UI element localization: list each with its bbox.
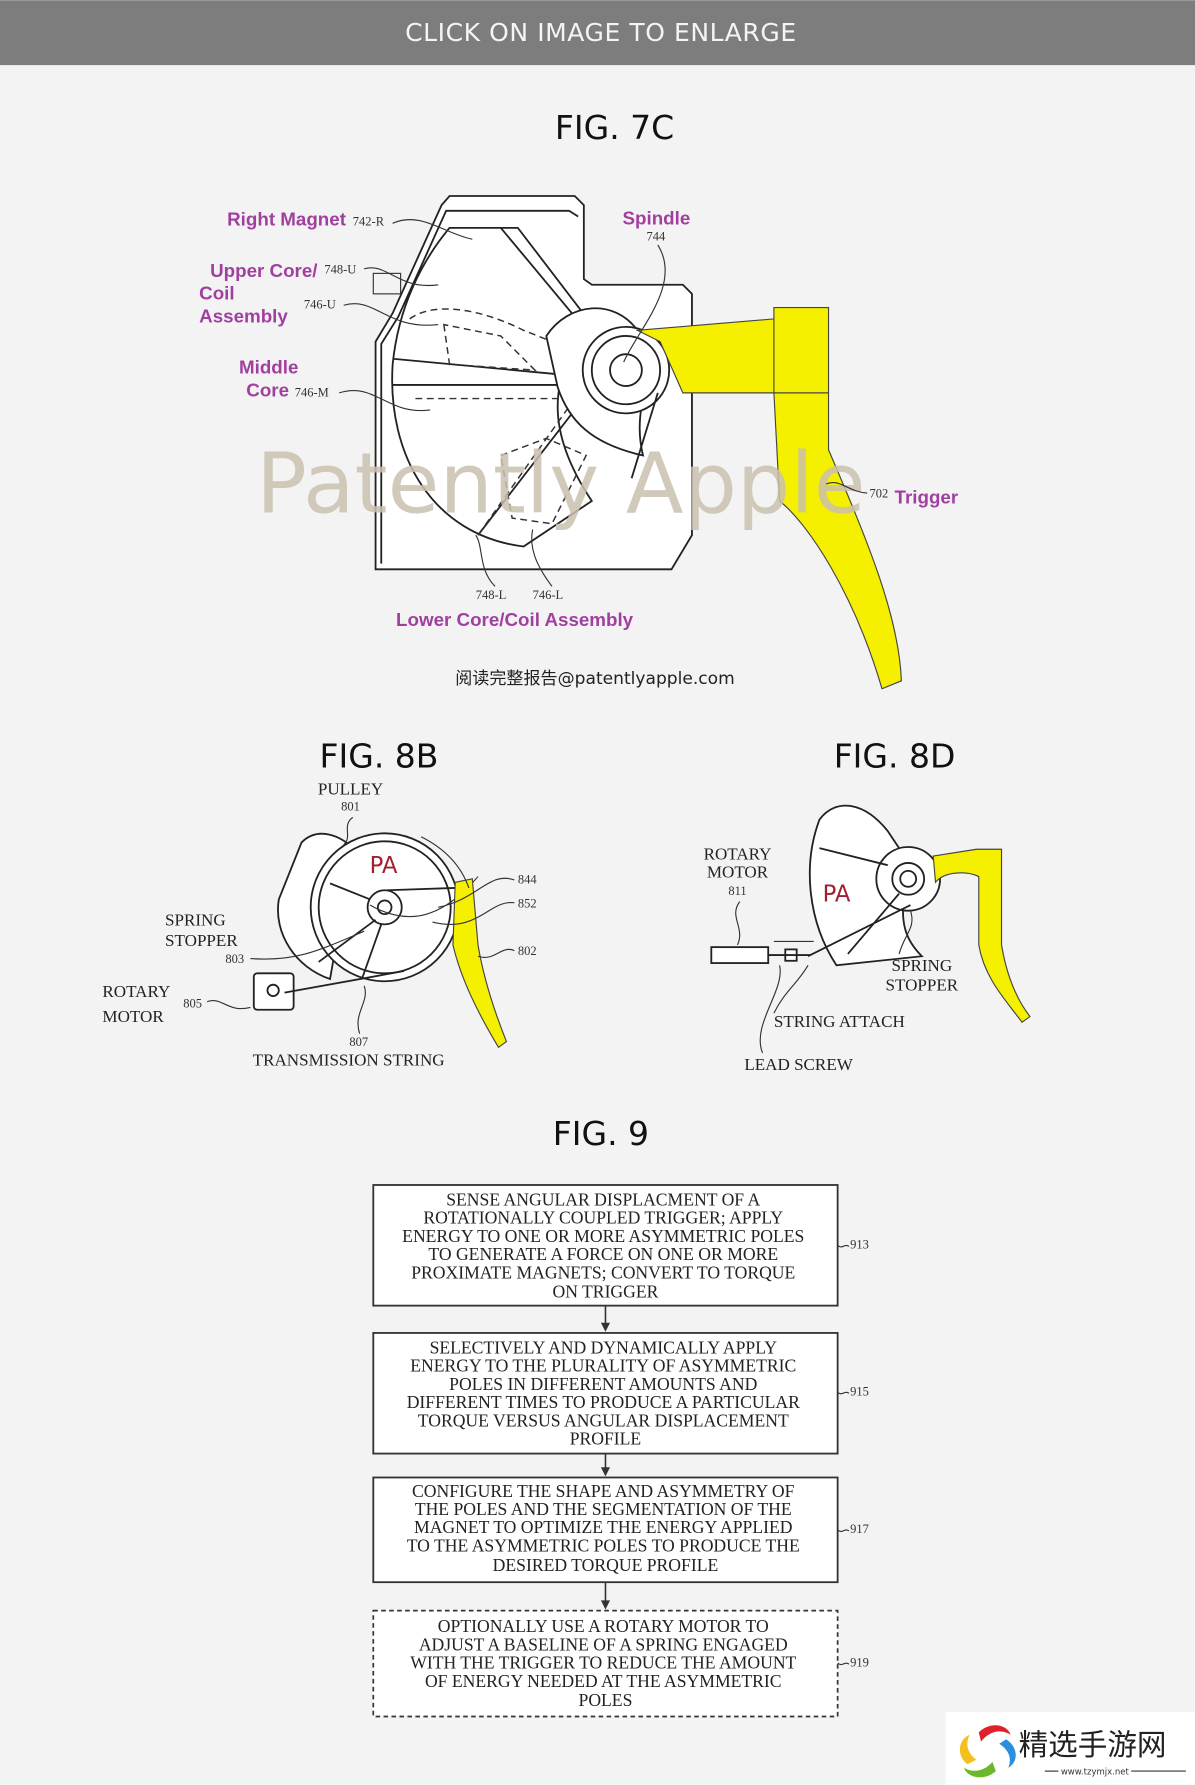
flow-step-915[interactable]: SELECTIVELY AND DYNAMICALLY APPLY ENERGY…: [372, 1332, 869, 1455]
step-line: TO GENERATE A FORCE ON ONE OR MORE: [428, 1244, 778, 1264]
pinwheel-logo-icon: [959, 1725, 1016, 1778]
step-line: POLES IN DIFFERENT AMOUNTS AND: [449, 1374, 757, 1394]
fig7c-title: FIG. 7C: [555, 108, 674, 147]
step-line: WITH THE TRIGGER TO REDUCE THE AMOUNT: [410, 1653, 796, 1673]
step-line: OPTIONALLY USE A ROTARY MOTOR TO: [438, 1616, 769, 1636]
watermark: Patently Apple: [256, 434, 866, 532]
ref-742r: 742-R: [353, 215, 385, 229]
ref-748l: 748-L: [476, 588, 507, 602]
ref-746l: 746-L: [533, 588, 564, 602]
label-coil: Coil: [199, 283, 234, 304]
step-line: ADJUST A BASELINE OF A SPRING ENGAGED: [419, 1634, 788, 1654]
ref-807: 807: [349, 1035, 368, 1049]
ref-748u: 748-U: [324, 262, 356, 276]
figure-8b[interactable]: FIG. 8B PA PULLEY 801 844 852 802 SPRING…: [102, 736, 537, 1069]
spring-label: SPRING: [165, 911, 226, 930]
step-line: SENSE ANGULAR DISPLACMENT OF A: [446, 1189, 760, 1209]
ref-917: 917: [850, 1522, 869, 1536]
step-line: THE POLES AND THE SEGMENTATION OF THE: [415, 1499, 792, 1519]
flow-step-919-optional[interactable]: OPTIONALLY USE A ROTARY MOTOR TO ADJUST …: [372, 1609, 869, 1718]
label-spindle: Spindle: [623, 207, 691, 228]
rotary-label: ROTARY: [704, 844, 772, 863]
step-line: TORQUE VERSUS ANGULAR DISPLACEMENT: [418, 1410, 789, 1430]
badge-name: 精选手游网: [1019, 1728, 1167, 1762]
arrow-down-icon: [600, 1582, 611, 1610]
rotary-label: ROTARY: [102, 982, 170, 1001]
fig8b-title: FIG. 8B: [320, 736, 439, 775]
label-trigger: Trigger: [895, 486, 959, 507]
ref-802: 802: [518, 944, 537, 958]
ref-805: 805: [183, 996, 202, 1010]
step-line: DIFFERENT TIMES TO PRODUCE A PARTICULAR: [407, 1392, 800, 1412]
motor-label: MOTOR: [707, 863, 769, 882]
step-line: OF ENERGY NEEDED AT THE ASYMMETRIC: [425, 1671, 782, 1691]
flow-step-917[interactable]: CONFIGURE THE SHAPE AND ASYMMETRY OF THE…: [372, 1476, 869, 1584]
label-middle: Middle: [239, 357, 298, 378]
step-line: DESIRED TORQUE PROFILE: [493, 1555, 719, 1575]
label-core: Core: [246, 379, 289, 400]
fig9-title: FIG. 9: [553, 1114, 649, 1153]
step-line: ROTATIONALLY COUPLED TRIGGER; APPLY: [423, 1208, 783, 1228]
enlarge-banner[interactable]: CLICK ON IMAGE TO ENLARGE: [0, 0, 1195, 66]
svg-text:OPTIONALLY USE A ROTARY MOTOR: OPTIONALLY USE A ROTARY MOTOR TO ADJUST …: [410, 1616, 801, 1710]
step-line: CONFIGURE THE SHAPE AND ASYMMETRY OF: [412, 1481, 795, 1501]
site-badge[interactable]: 精选手游网 www.tzymjx.net: [945, 1711, 1195, 1785]
ref-852: 852: [518, 896, 537, 910]
spring-label: SPRING: [892, 956, 953, 975]
ref-844: 844: [518, 872, 538, 886]
step-line: SELECTIVELY AND DYNAMICALLY APPLY: [430, 1337, 778, 1357]
ref-919: 919: [850, 1655, 869, 1669]
step-line: ENERGY TO THE PLURALITY OF ASYMMETRIC: [410, 1356, 796, 1376]
figure-8d[interactable]: FIG. 8D PA ROTARY MOTOR 811 SPRING STOPP…: [704, 736, 1031, 1074]
ref-803: 803: [225, 952, 244, 966]
step-line: PROXIMATE MAGNETS; CONVERT TO TORQUE: [411, 1262, 795, 1282]
svg-text:CONFIGURE THE SHAPE AND ASYMME: CONFIGURE THE SHAPE AND ASYMMETRY OF THE…: [407, 1481, 804, 1575]
step-line: ON TRIGGER: [553, 1282, 659, 1302]
svg-text:SENSE ANGULAR DISPLACMENT OF A: SENSE ANGULAR DISPLACMENT OF A ROTATIONA…: [402, 1189, 809, 1301]
fig8d-title: FIG. 8D: [834, 736, 956, 775]
step-line: ENERGY TO ONE OR MORE ASYMMETRIC POLES: [402, 1226, 804, 1246]
step-line: MAGNET TO OPTIMIZE THE ENERGY APPLIED: [414, 1517, 793, 1537]
ref-915: 915: [850, 1385, 869, 1399]
pulley-label: PULLEY: [318, 780, 383, 799]
label-assembly: Assembly: [199, 305, 288, 326]
transmission-label: TRANSMISSION STRING: [253, 1050, 445, 1069]
credit-text: 阅读完整报告@patentlyapple.com: [455, 669, 734, 689]
ref-702: 702: [870, 487, 889, 501]
label-right-magnet: Right Magnet: [227, 209, 347, 230]
arrow-down-icon: [600, 1453, 611, 1477]
motor-label: MOTOR: [102, 1007, 164, 1026]
string-attach-label: STRING ATTACH: [774, 1012, 905, 1031]
ref-746m: 746-M: [295, 385, 329, 399]
pa-mark: PA: [823, 882, 851, 908]
banner-text: CLICK ON IMAGE TO ENLARGE: [405, 18, 797, 47]
stopper-label: STOPPER: [885, 975, 958, 994]
label-upper-core: Upper Core/: [210, 260, 318, 281]
ref-801: 801: [341, 800, 360, 814]
flow-step-913[interactable]: SENSE ANGULAR DISPLACMENT OF A ROTATIONA…: [372, 1184, 869, 1307]
ref-811: 811: [728, 884, 746, 898]
svg-text:SELECTIVELY AND DYNAMICALLY AP: SELECTIVELY AND DYNAMICALLY APPLY ENERGY…: [407, 1337, 805, 1448]
figure-7c[interactable]: FIG. 7C Patently Apple Right Magnet 742-…: [199, 108, 959, 690]
step-line: PROFILE: [570, 1428, 642, 1448]
ref-744: 744: [646, 229, 666, 243]
arrow-down-icon: [600, 1305, 611, 1332]
step-line: POLES: [579, 1690, 633, 1710]
ref-913: 913: [850, 1238, 869, 1252]
badge-url: www.tzymjx.net: [1061, 1768, 1130, 1778]
step-line: TO THE ASYMMETRIC POLES TO PRODUCE THE: [407, 1535, 800, 1555]
label-lower-core: Lower Core/Coil Assembly: [396, 609, 634, 630]
pa-mark: PA: [370, 853, 398, 879]
stopper-label: STOPPER: [165, 931, 238, 950]
lead-screw-label: LEAD SCREW: [744, 1055, 853, 1074]
ref-746u: 746-U: [304, 298, 336, 312]
figure-9-flowchart[interactable]: FIG. 9 SENSE ANGULAR DISPLACMENT OF A RO…: [372, 1114, 869, 1718]
